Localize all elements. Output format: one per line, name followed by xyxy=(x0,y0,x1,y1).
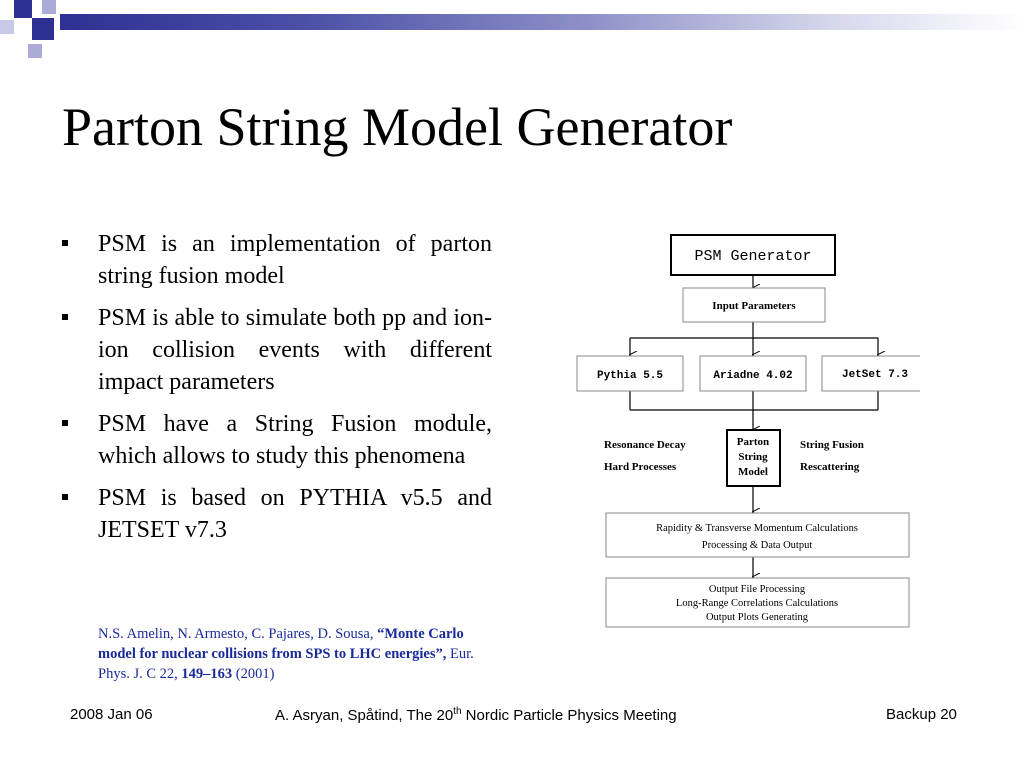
label-hard-processes: Hard Processes xyxy=(604,461,677,473)
header-square-light xyxy=(28,44,42,58)
module-label-ariadne: Ariadne 4.02 xyxy=(713,370,792,382)
calculations-box xyxy=(605,512,910,558)
reference-citation: N.S. Amelin, N. Armesto, C. Pajares, D. … xyxy=(98,624,498,684)
footer-slide-number: Backup 20 xyxy=(886,706,957,723)
module-label-jetset: JetSet 7.3 xyxy=(842,369,908,381)
reference-journal: Eur. Phys. J. C 22, xyxy=(98,646,474,682)
module-label-pythia: Pythia 5.5 xyxy=(597,370,663,382)
reference-authors: N.S. Amelin, N. Armesto, C. Pajares, D. … xyxy=(98,626,374,642)
bullet-square-icon xyxy=(62,314,68,320)
reference-title: “Monte Carlo model for nuclear collision… xyxy=(98,626,464,662)
footer-author: A. Asryan, Spåtind, The 20th Nordic Part… xyxy=(275,706,677,724)
output-line: Output File Processing xyxy=(709,584,806,595)
header-square-light xyxy=(42,0,56,14)
label-resonance-decay: Resonance Decay xyxy=(604,439,686,451)
module-box-jetset xyxy=(821,355,920,392)
reference-year: (2001) xyxy=(235,666,275,682)
module-box-ariadne xyxy=(699,355,807,392)
core-model-line: String xyxy=(738,451,768,463)
slide-title: Parton String Model Generator xyxy=(62,97,733,157)
core-model-line: Parton xyxy=(737,436,769,448)
header-square-light xyxy=(0,20,14,34)
bullet-item: PSM is based on PYTHIA v5.5 and JETSET v… xyxy=(62,482,492,546)
label-string-fusion: String Fusion xyxy=(800,439,864,451)
bullet-square-icon xyxy=(62,494,68,500)
bullet-square-icon xyxy=(62,420,68,426)
bullet-item: PSM is an implementation of parton strin… xyxy=(62,228,492,292)
psm-flow-diagram: PSM Generator Input Parameters Pythia 5.… xyxy=(576,234,920,628)
calculations-line: Processing & Data Output xyxy=(702,540,813,551)
bullet-item: PSM is able to simulate both pp and ion-… xyxy=(62,302,492,398)
footer-date: 2008 Jan 06 xyxy=(70,706,153,723)
bullet-list: PSM is an implementation of parton strin… xyxy=(62,228,492,556)
header-square-dark xyxy=(32,18,54,40)
core-model-box xyxy=(726,429,781,487)
generator-label: PSM Generator xyxy=(694,248,811,265)
generator-box xyxy=(670,234,836,276)
input-parameters-label: Input Parameters xyxy=(712,300,796,312)
label-rescattering: Rescattering xyxy=(800,461,860,473)
output-line: Long-Range Correlations Calculations xyxy=(676,598,838,609)
header-gradient-bar xyxy=(60,14,1024,30)
calculations-line: Rapidity & Transverse Momentum Calculati… xyxy=(656,523,858,534)
input-parameters-box xyxy=(682,287,826,323)
output-box xyxy=(605,577,910,628)
bullet-item: PSM have a String Fusion module, which a… xyxy=(62,408,492,472)
module-box-pythia xyxy=(576,355,684,392)
bullet-square-icon xyxy=(62,240,68,246)
reference-pages: 149–163 xyxy=(181,666,233,682)
header-square-dark xyxy=(14,0,32,18)
diagram-connectors xyxy=(630,275,878,577)
core-model-line: Model xyxy=(738,466,768,478)
output-line: Output Plots Generating xyxy=(706,612,809,623)
